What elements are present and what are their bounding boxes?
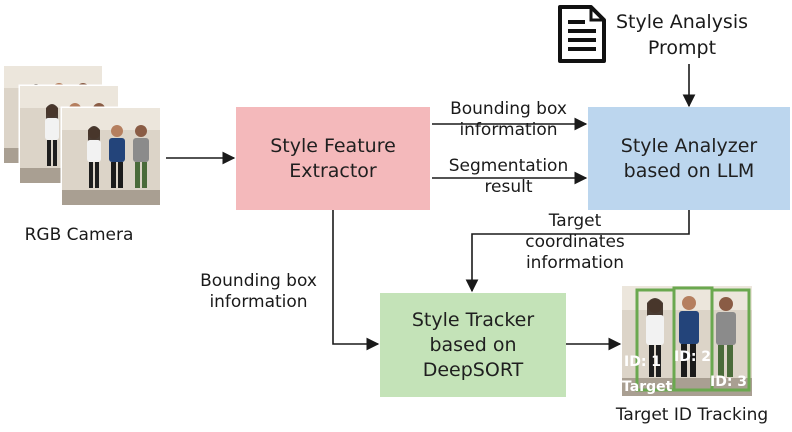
id-label-1: ID: 1 bbox=[624, 354, 661, 370]
id-label-2: ID: 2 bbox=[674, 349, 711, 365]
analyzer-box: Style Analyzer based on LLM bbox=[588, 107, 790, 210]
edge-label-target: Target coordinates information bbox=[525, 211, 625, 273]
target-tag: Target bbox=[622, 379, 673, 395]
edge-label-bbox-left: Bounding box information bbox=[200, 271, 317, 312]
camera-label: RGB Camera bbox=[24, 225, 134, 245]
tracking-output: ID: 1 ID: 2 ID: 3 Target bbox=[622, 286, 752, 396]
edge-label-segmentation: Segmentation result bbox=[448, 156, 569, 197]
extractor-box: Style Feature Extractor bbox=[236, 107, 430, 210]
edge-label-bbox-top: Bounding box information bbox=[450, 99, 567, 140]
camera-frames bbox=[4, 66, 162, 207]
arrow-extractor-to-tracker bbox=[332, 210, 380, 351]
prompt-label: Style Analysis Prompt bbox=[615, 11, 749, 59]
output-caption: Target ID Tracking bbox=[615, 405, 769, 425]
document-icon bbox=[558, 5, 606, 63]
tracker-box: Style Tracker based on DeepSORT bbox=[380, 293, 566, 397]
tracking-box-3 bbox=[710, 288, 751, 392]
arrow-analyzer-to-tracker bbox=[465, 210, 690, 293]
id-label-3: ID: 3 bbox=[710, 374, 747, 390]
